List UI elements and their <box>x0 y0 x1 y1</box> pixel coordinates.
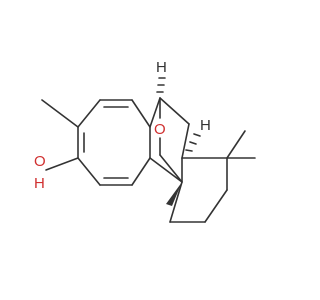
molecular-structure: O H O H H <box>34 59 256 223</box>
hydroxyl-oxygen-label: O <box>34 153 46 170</box>
hydroxyl-hydrogen-label: H <box>34 175 45 192</box>
wedge-bond <box>166 182 182 206</box>
stereo-hydrogen-top: H <box>156 59 167 76</box>
hash-wedge-top <box>156 77 166 93</box>
aromatic-ring <box>77 99 151 186</box>
ring-methyl-bond <box>41 99 79 128</box>
gem-dimethyl <box>226 130 256 159</box>
aliphatic-framework <box>149 97 228 223</box>
stereo-hydrogen-right: H <box>200 117 211 134</box>
hash-wedge-right <box>185 133 201 152</box>
hydroxyl-bond <box>45 157 79 171</box>
bridge-oxygen-label: O <box>154 121 166 138</box>
